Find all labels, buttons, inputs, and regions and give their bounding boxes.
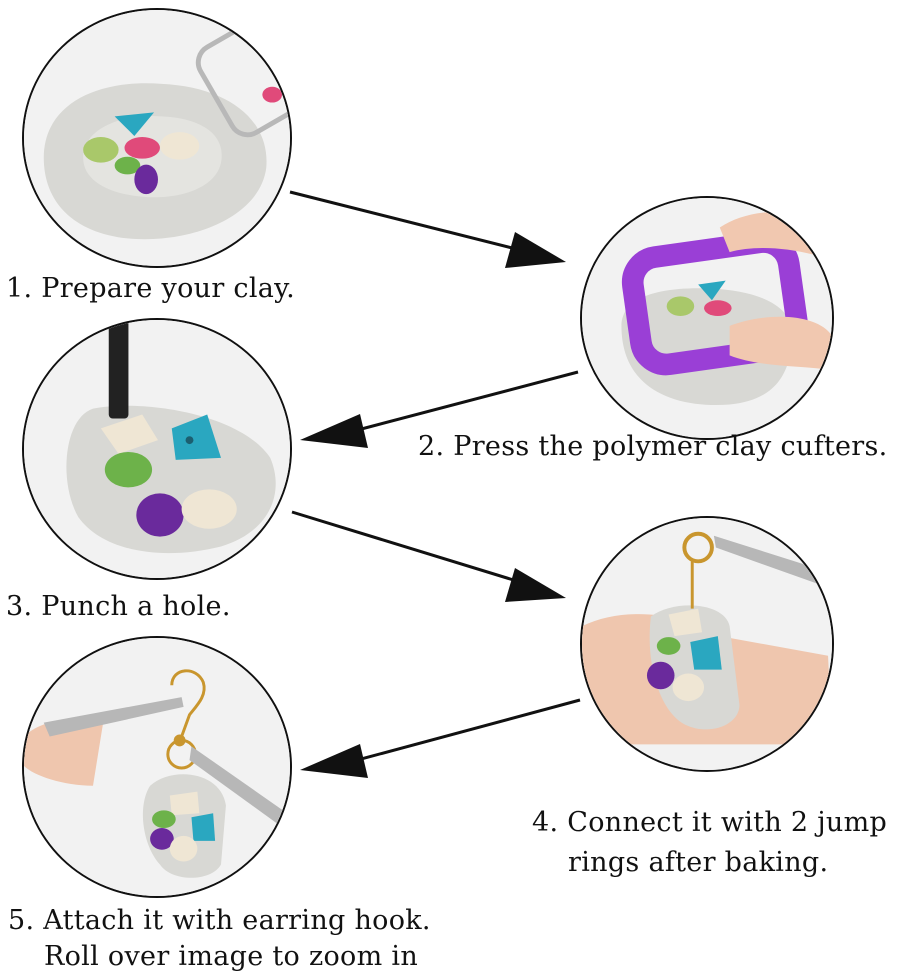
- step-1-label: 1. Prepare your clay.: [6, 273, 296, 304]
- cream-chip-2: [181, 489, 237, 529]
- pink-chip: [124, 137, 160, 159]
- arrow-1-to-2: [289, 190, 566, 268]
- turquoise-chip: [114, 112, 155, 137]
- step-2-image: [580, 196, 834, 440]
- finger-bottom: [729, 316, 832, 371]
- arrow-3-to-4: [291, 510, 566, 602]
- step-2-label: 2. Press the polymer clay cufters.: [418, 431, 888, 462]
- green-chip: [83, 137, 119, 163]
- earring-hook: [170, 669, 206, 737]
- step-4-label-line-2: rings after baking.: [568, 847, 829, 878]
- fingers: [24, 719, 103, 786]
- step-3-label: 3. Punch a hole.: [6, 591, 231, 622]
- step-5-image: [22, 636, 292, 898]
- purple-chip: [136, 493, 184, 537]
- cream-chip: [159, 132, 200, 160]
- step-5-label: 5. Attach it with earring hook.: [8, 905, 431, 936]
- purple-chip: [134, 164, 158, 195]
- punch-tool: [108, 320, 129, 419]
- step-3-image: [22, 318, 292, 580]
- pliers: [189, 746, 290, 828]
- zoom-hint: Roll over image to zoom in: [44, 941, 419, 972]
- cream-chip: [100, 414, 158, 454]
- clay-cutter: [621, 231, 808, 376]
- arrow-4-to-5: [300, 698, 581, 778]
- finger-top: [719, 212, 823, 258]
- step-4-image: [580, 516, 834, 772]
- tweezers: [43, 697, 184, 737]
- step-4-label-line-1: 4. Connect it with 2 jump: [532, 807, 888, 838]
- clay-pendant: [142, 774, 226, 878]
- green-chip-2: [114, 156, 141, 175]
- glass-jar: [195, 20, 290, 138]
- pliers: [713, 535, 832, 589]
- step-1-image: [22, 8, 292, 268]
- jump-ring: [682, 531, 714, 564]
- green-chip: [104, 451, 153, 488]
- turquoise-chip: [171, 414, 222, 460]
